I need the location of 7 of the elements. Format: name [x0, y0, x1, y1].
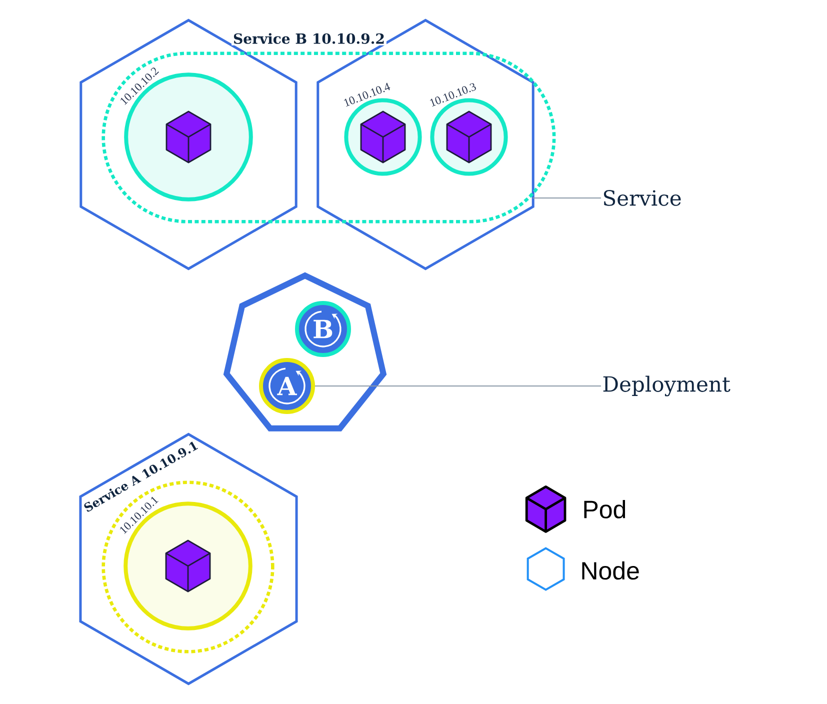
legend-label: Node	[582, 561, 639, 580]
legend-label: Pod	[584, 500, 626, 518]
node-label: Service B 10.10.9.2	[234, 33, 384, 44]
letter-badge: B	[295, 301, 351, 357]
letter-badge: A	[259, 358, 315, 414]
callout-label: Service	[604, 190, 681, 206]
callout-label: Deployment	[603, 376, 730, 396]
